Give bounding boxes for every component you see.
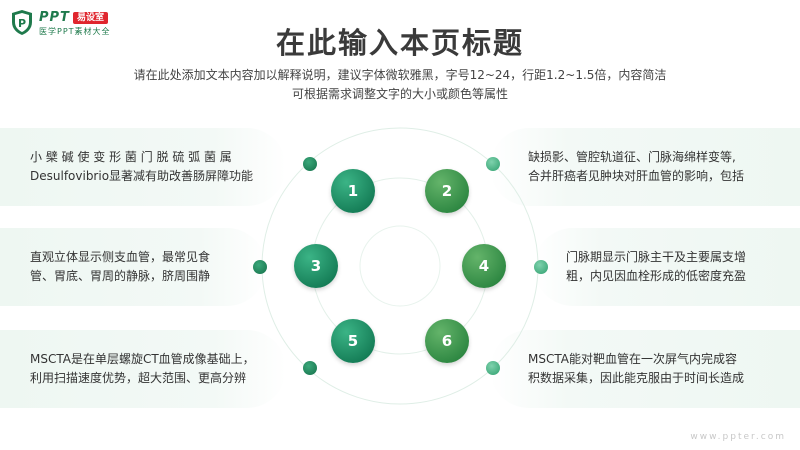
logo-subtitle: 医学PPT素材大全 xyxy=(39,27,111,36)
subtitle-line-2: 可根据需求调整文字的大小或颜色等属性 xyxy=(291,87,508,101)
panel-5-line-1: MSCTA是在单层螺旋CT血管成像基础上， xyxy=(30,352,255,366)
page-title: 在此输入本页标题 xyxy=(275,26,524,60)
panel-1-line-2: Desulfovibrio显著减有助改善肠屏障功能 xyxy=(30,169,254,183)
connector-dot-6 xyxy=(486,361,500,375)
text-panel-5: MSCTA是在单层螺旋CT血管成像基础上， 利用扫描速度优势，超大范围、更高分辨 xyxy=(0,330,286,408)
page-subtitle: 请在此处添加文本内容加以解释说明，建议字体微软雅黑，字号12~24，行距1.2~… xyxy=(0,66,800,104)
panel-4-line-2: 粗，内见因血栓形成的低密度充盈 xyxy=(566,269,747,283)
brand-logo: P PPT 易设室 医学PPT素材大全 xyxy=(10,9,130,37)
number-circle-4: 4 xyxy=(462,244,506,288)
number-circle-2: 2 xyxy=(425,169,469,213)
panel-3-line-2: 管、胃底、胃周的静脉，脐周围静 xyxy=(30,269,211,283)
svg-text:P: P xyxy=(18,17,26,30)
logo-badge: 易设室 xyxy=(73,12,109,24)
connector-dot-4 xyxy=(534,260,548,274)
number-circle-1: 1 xyxy=(331,169,375,213)
logo-text: PPT xyxy=(39,10,70,25)
shield-p-icon: P xyxy=(12,10,32,35)
text-panel-3: 直观立体显示侧支血管，最常见食 管、胃底、胃周的静脉，脐周围静 xyxy=(0,228,266,306)
footer-watermark: www.ppter.com xyxy=(690,432,786,442)
panel-4-line-1: 门脉期显示门脉主干及主要属支增 xyxy=(566,250,747,264)
connector-dot-2 xyxy=(486,157,500,171)
text-panel-1: 小 檗 碱 使 变 形 菌 门 脱 硫 弧 菌 属 Desulfovibrio显… xyxy=(0,128,286,206)
panel-1-line-1: 小 檗 碱 使 变 形 菌 门 脱 硫 弧 菌 属 xyxy=(30,150,232,164)
text-panel-4: 门脉期显示门脉主干及主要属支增 粗，内见因血栓形成的低密度充盈 xyxy=(534,228,800,306)
connector-dot-1 xyxy=(303,157,317,171)
number-circle-3: 3 xyxy=(294,244,338,288)
connector-dot-5 xyxy=(303,361,317,375)
text-panel-6: MSCTA能对靶血管在一次屏气内完成容 积数据采集，因此能克服由于时间长造成 xyxy=(490,330,800,408)
panel-3-line-1: 直观立体显示侧支血管，最常见食 xyxy=(30,250,211,264)
number-circle-5: 5 xyxy=(331,319,375,363)
connector-dot-3 xyxy=(253,260,267,274)
panel-2-line-2: 合并肝癌者见肿块对肝血管的影响，包括 xyxy=(528,169,745,183)
text-panel-2: 缺损影、管腔轨道征、门脉海绵样变等, 合并肝癌者见肿块对肝血管的影响，包括 xyxy=(490,128,800,206)
panel-5-line-2: 利用扫描速度优势，超大范围、更高分辨 xyxy=(30,371,247,385)
panel-6-line-1: MSCTA能对靶血管在一次屏气内完成容 xyxy=(528,352,737,366)
panel-6-line-2: 积数据采集，因此能克服由于时间长造成 xyxy=(528,371,745,385)
subtitle-line-1: 请在此处添加文本内容加以解释说明，建议字体微软雅黑，字号12~24，行距1.2~… xyxy=(133,68,667,82)
number-circle-6: 6 xyxy=(425,319,469,363)
panel-2-line-1: 缺损影、管腔轨道征、门脉海绵样变等, xyxy=(528,150,736,164)
